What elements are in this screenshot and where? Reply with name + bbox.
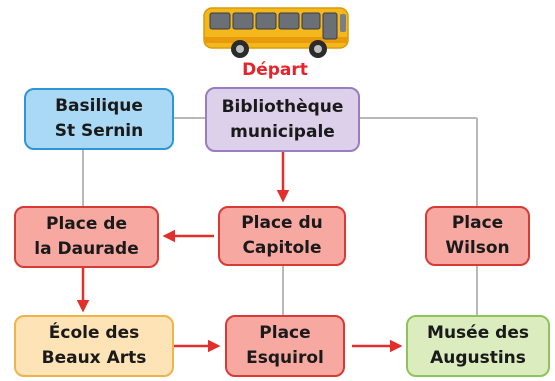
node-ecole-des-beaux-arts-label: École des Beaux Arts [41,323,147,368]
node-place-wilson-label: Place Wilson [445,213,510,258]
node-place-esquirol-label: Place Esquirol [246,323,324,368]
node-place-du-capitole: Place du Capitole [218,206,346,266]
node-place-wilson: Place Wilson [425,206,530,266]
node-basilique-st-sernin-label: Basilique St Sernin [54,96,144,141]
node-place-de-la-daurade-label: Place de la Daurade [34,214,139,259]
node-basilique-st-sernin: Basilique St Sernin [24,88,174,150]
bus-icon [203,7,349,58]
node-place-du-capitole-label: Place du Capitole [241,213,323,258]
node-musee-des-augustins-label: Musée des Augustins [427,323,529,368]
node-bibliotheque-municipale-label: Bibliothèque municipale [221,96,344,142]
node-ecole-des-beaux-arts: École des Beaux Arts [14,315,174,377]
node-bibliotheque-municipale: Bibliothèque municipale [205,87,360,152]
node-place-esquirol: Place Esquirol [225,315,345,377]
start-label: Départ [242,60,308,80]
node-place-de-la-daurade: Place de la Daurade [14,206,159,268]
node-musee-des-augustins: Musée des Augustins [406,315,550,377]
